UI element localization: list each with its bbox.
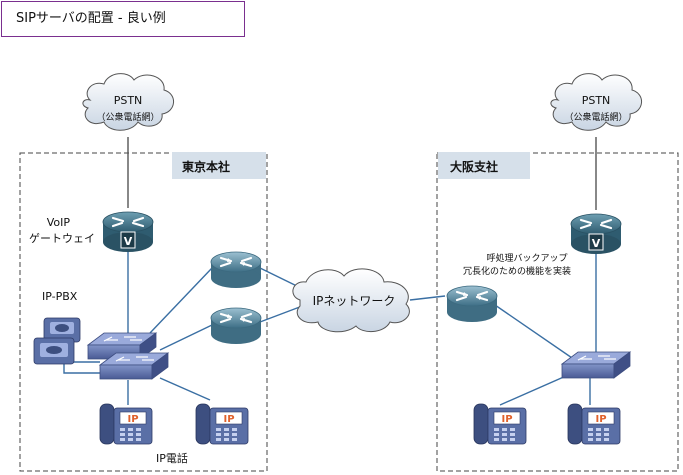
tokyo-pstn-title: PSTN bbox=[114, 94, 143, 107]
osaka-ip-phone-2-icon: IP bbox=[567, 403, 621, 445]
osaka-site-boundary bbox=[436, 152, 679, 472]
backup-label-line1: 呼処理バックアップ bbox=[486, 252, 567, 264]
tokyo-pstn-subtitle: （公衆電話網） bbox=[96, 111, 159, 123]
ip-network-label: IPネットワーク bbox=[313, 294, 396, 308]
tokyo-switch-lower-icon bbox=[99, 352, 169, 380]
tokyo-ip-phone-1-icon: IP bbox=[99, 403, 153, 445]
ip-phones-label: IP電話 bbox=[156, 451, 188, 465]
svg-text:V: V bbox=[592, 237, 601, 250]
tokyo-voip-gateway-icon: V bbox=[101, 210, 155, 254]
tokyo-pstn-cloud bbox=[82, 73, 174, 131]
ippbx-server-icon bbox=[33, 317, 81, 365]
ip-network-cloud bbox=[292, 268, 410, 333]
osaka-pstn-cloud bbox=[550, 73, 642, 131]
tokyo-ip-phone-2-icon: IP bbox=[195, 403, 249, 445]
osaka-backup-router-icon bbox=[445, 284, 499, 324]
svg-text:IP: IP bbox=[223, 414, 234, 425]
osaka-ip-phone-1-icon: IP bbox=[473, 403, 527, 445]
osaka-site-tag bbox=[438, 152, 530, 179]
backup-label-line2: 冗長化のための機能を実装 bbox=[463, 265, 571, 277]
svg-text:IP: IP bbox=[595, 414, 606, 425]
voip-gateway-label-line1: VoIP bbox=[47, 216, 71, 229]
tokyo-site-boundary bbox=[19, 152, 268, 472]
tokyo-site-tag bbox=[172, 152, 266, 179]
tokyo-site-label: 東京本社 bbox=[182, 159, 230, 174]
osaka-pstn-title: PSTN bbox=[582, 94, 611, 107]
svg-text:V: V bbox=[124, 235, 133, 248]
ippbx-label: IP-PBX bbox=[42, 290, 78, 303]
tokyo-router-lower-icon bbox=[209, 306, 263, 346]
page-title: SIPサーバの配置 - 良い例 bbox=[1, 1, 245, 37]
osaka-switch-icon bbox=[561, 351, 631, 379]
tokyo-router-upper-icon bbox=[209, 250, 263, 290]
osaka-voip-gateway-icon: V bbox=[569, 212, 623, 256]
osaka-site-label: 大阪支社 bbox=[450, 159, 498, 174]
voip-gateway-label-line2: ゲートウェイ bbox=[29, 232, 95, 245]
svg-text:IP: IP bbox=[127, 414, 138, 425]
osaka-pstn-subtitle: （公衆電話網） bbox=[564, 111, 627, 123]
svg-text:IP: IP bbox=[501, 414, 512, 425]
